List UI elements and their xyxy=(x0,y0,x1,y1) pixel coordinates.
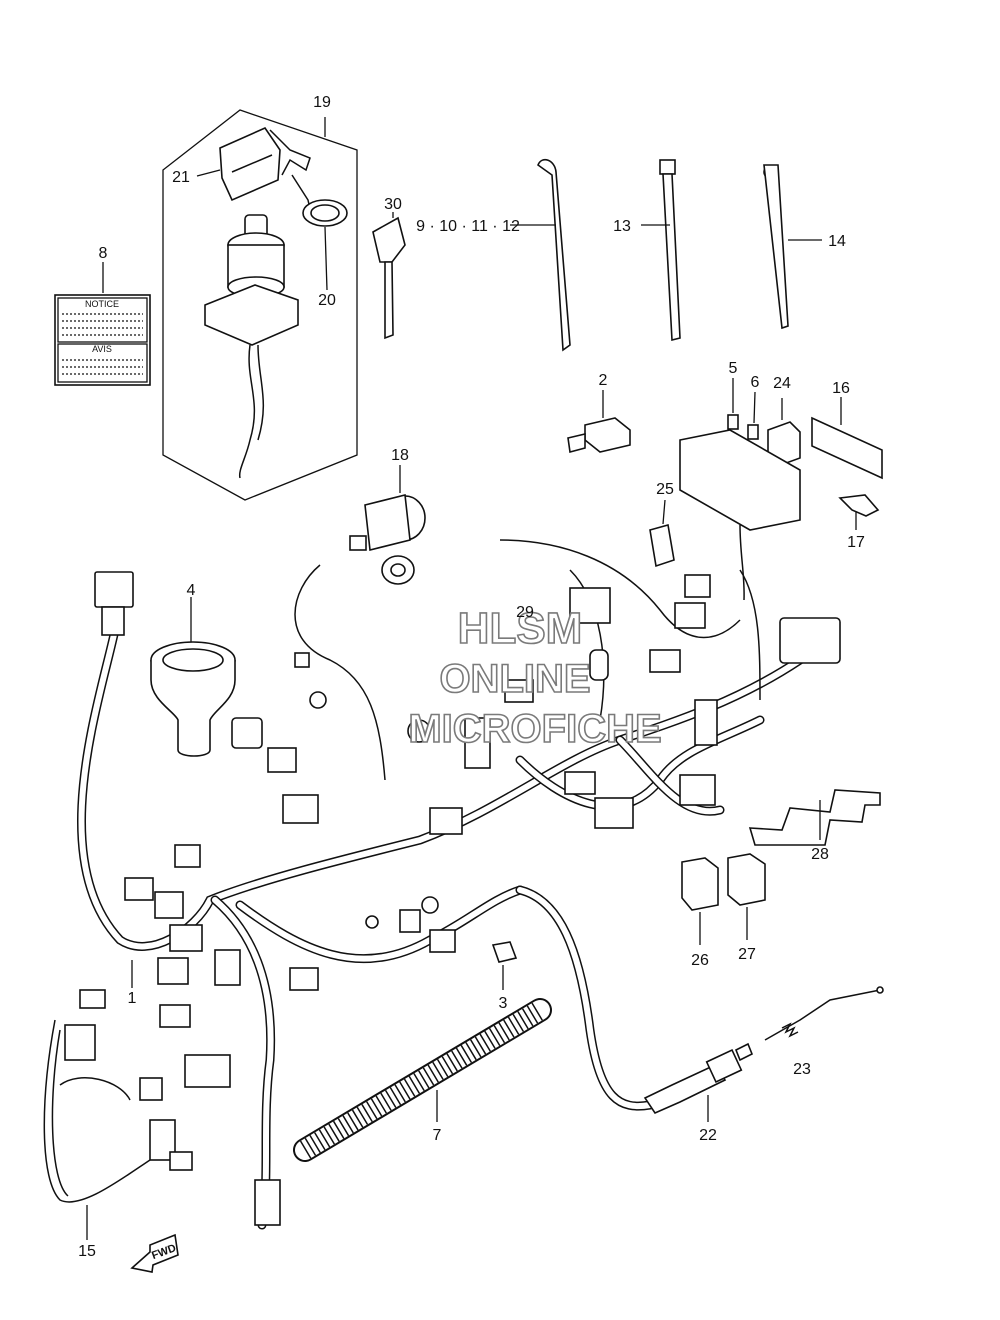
forward-arrow-icon: FWD xyxy=(130,1233,179,1273)
grommet-cup-part xyxy=(150,597,236,757)
callout-8: 8 xyxy=(99,245,108,262)
callout-13: 13 xyxy=(613,218,631,235)
watermark-line-2: ONLINE xyxy=(439,657,590,701)
ignition-coil-part xyxy=(349,465,426,585)
callout-5: 5 xyxy=(729,360,738,377)
callout-labels: 1 2 3 4 5 6 7 8 9 · 10 · 11 · 12 13 14 1… xyxy=(78,94,865,1260)
callout-7: 7 xyxy=(433,1127,442,1144)
callout-4: 4 xyxy=(187,582,196,599)
callout-24: 24 xyxy=(773,375,791,392)
callout-21: 21 xyxy=(172,169,190,186)
watermark-line-3: MICROFICHE xyxy=(408,707,661,751)
callout-25: 25 xyxy=(656,481,674,498)
callout-19: 19 xyxy=(313,94,331,111)
callout-28: 28 xyxy=(811,846,829,863)
callout-1: 1 xyxy=(128,990,137,1007)
connectors-top-right-group xyxy=(567,378,883,601)
callout-15: 15 xyxy=(78,1243,96,1260)
callout-20: 20 xyxy=(318,292,336,309)
sub-harness-part xyxy=(43,989,193,1240)
ignition-switch-kit-group xyxy=(162,109,358,501)
callout-14: 14 xyxy=(828,233,846,250)
notice-title: NOTICE xyxy=(85,299,119,309)
callout-30: 30 xyxy=(384,196,402,213)
main-wiring-harness xyxy=(77,539,841,1230)
callout-9-12: 9 · 10 · 11 · 12 xyxy=(416,218,520,235)
avis-title: AVIS xyxy=(92,344,112,354)
callout-2: 2 xyxy=(599,372,608,389)
key-part xyxy=(372,212,406,340)
callout-27: 27 xyxy=(738,946,756,963)
callout-17: 17 xyxy=(847,534,865,551)
cable-ties-group xyxy=(510,158,822,352)
corrugated-conduit-part xyxy=(293,998,552,1162)
notice-label-part: NOTICE AVIS xyxy=(54,262,151,386)
relay-brackets-group xyxy=(681,789,881,945)
callout-18: 18 xyxy=(391,447,409,464)
oxygen-sensor-group xyxy=(643,986,884,1122)
callout-26: 26 xyxy=(691,952,709,969)
cap-part xyxy=(491,941,518,990)
callout-23: 23 xyxy=(793,1061,811,1078)
watermark: HLSM ONLINE MICROFICHE xyxy=(408,603,663,752)
callout-22: 22 xyxy=(699,1127,717,1144)
callout-6: 6 xyxy=(751,374,760,391)
watermark-line-1: HLSM xyxy=(458,604,583,653)
callout-16: 16 xyxy=(832,380,850,397)
callout-3: 3 xyxy=(499,995,508,1012)
callout-29: 29 xyxy=(516,604,534,621)
